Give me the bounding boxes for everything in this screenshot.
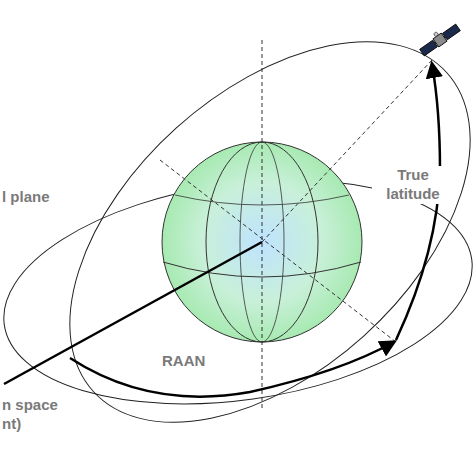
diagram-label: n space nt) bbox=[0, 396, 66, 434]
diagram-label: l plane bbox=[0, 188, 52, 207]
raan-arc bbox=[70, 342, 394, 397]
line-of-nodes bbox=[160, 160, 396, 342]
vernal-direction bbox=[4, 242, 262, 384]
satellite-icon bbox=[417, 20, 461, 57]
diagram-label: RAAN bbox=[160, 352, 207, 371]
satellite-radius bbox=[262, 60, 432, 242]
diagram-label: True latitude bbox=[372, 166, 454, 204]
polar-axis bbox=[262, 40, 263, 410]
